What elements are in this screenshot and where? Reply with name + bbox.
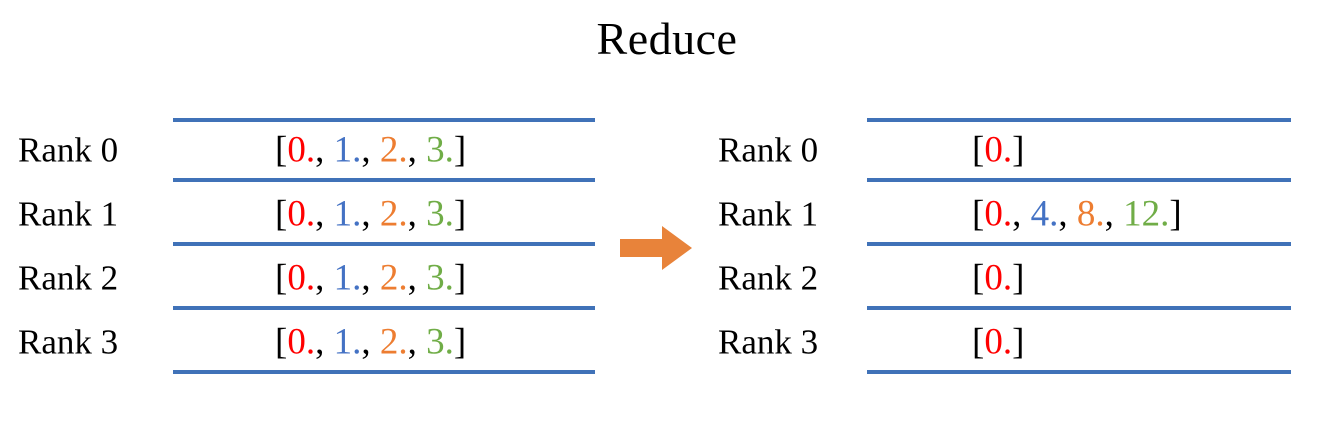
array-separator: , <box>315 257 334 299</box>
array-separator: , <box>361 257 380 299</box>
arrow-right-icon <box>616 222 696 274</box>
array-separator: , <box>407 321 427 363</box>
array-element: 1. <box>333 129 362 171</box>
rank-row: Rank 1 [0., 1., 2., 3.] <box>0 182 620 246</box>
array-element: 0. <box>984 129 1013 171</box>
array-close-bracket: ] <box>453 257 467 299</box>
array-open-bracket: [ <box>972 193 985 235</box>
array-separator: , <box>407 257 427 299</box>
rank-label: Rank 3 <box>718 322 819 362</box>
array-element: 3. <box>426 257 454 299</box>
array-element: 3. <box>426 129 454 171</box>
array-close-bracket: ] <box>453 129 467 171</box>
rank-row: Rank 0 [0.] <box>700 118 1334 182</box>
rank-label: Rank 0 <box>718 130 819 170</box>
rank-array-value: [0., 1., 2., 3.] <box>275 260 466 297</box>
array-element: 2. <box>379 257 408 299</box>
rank-row: Rank 0 [0., 1., 2., 3.] <box>0 118 620 182</box>
array-element: 2. <box>379 129 408 171</box>
rank-label: Rank 2 <box>18 258 119 298</box>
rank-row: Rank 2 [0., 1., 2., 3.] <box>0 246 620 310</box>
array-element: 3. <box>426 321 454 363</box>
rank-row: Rank 2 [0.] <box>700 246 1334 310</box>
rank-label: Rank 1 <box>18 194 119 234</box>
array-open-bracket: [ <box>275 321 288 363</box>
rank-array-value: [0., 1., 2., 3.] <box>275 196 466 233</box>
rank-label: Rank 3 <box>18 322 119 362</box>
row-divider <box>867 306 1291 310</box>
rank-row: Rank 3 [0., 1., 2., 3.] <box>0 310 620 374</box>
array-element: 12. <box>1123 193 1170 235</box>
rank-label: Rank 0 <box>18 130 119 170</box>
rank-array-value: [0.] <box>972 324 1024 361</box>
array-open-bracket: [ <box>972 129 985 171</box>
array-close-bracket: ] <box>1169 193 1182 235</box>
row-divider <box>867 118 1291 122</box>
row-divider <box>173 306 595 310</box>
array-open-bracket: [ <box>275 193 288 235</box>
array-separator: , <box>315 129 334 171</box>
array-element: 0. <box>287 129 316 171</box>
array-separator: , <box>1058 193 1077 235</box>
array-open-bracket: [ <box>275 257 288 299</box>
array-element: 2. <box>379 321 408 363</box>
array-separator: , <box>407 193 427 235</box>
row-divider <box>173 178 595 182</box>
row-divider <box>867 242 1291 246</box>
rank-array-value: [0.] <box>972 260 1024 297</box>
array-element: 2. <box>379 193 408 235</box>
array-separator: , <box>407 129 427 171</box>
array-close-bracket: ] <box>1012 129 1025 171</box>
array-close-bracket: ] <box>1012 321 1025 363</box>
array-separator: , <box>361 193 380 235</box>
row-divider <box>173 242 595 246</box>
row-divider <box>867 370 1291 374</box>
rank-label: Rank 1 <box>718 194 819 234</box>
array-element: 0. <box>287 257 316 299</box>
array-open-bracket: [ <box>275 129 288 171</box>
rank-array-value: [0., 4., 8., 12.] <box>972 196 1182 233</box>
array-open-bracket: [ <box>972 321 985 363</box>
rank-row: Rank 3 [0.] <box>700 310 1334 374</box>
array-element: 1. <box>333 193 362 235</box>
rank-array-value: [0., 1., 2., 3.] <box>275 132 466 169</box>
array-element: 4. <box>1030 193 1059 235</box>
array-element: 0. <box>984 321 1013 363</box>
array-element: 1. <box>333 257 362 299</box>
row-divider <box>867 178 1291 182</box>
array-separator: , <box>1012 193 1031 235</box>
array-close-bracket: ] <box>1012 257 1025 299</box>
array-element: 0. <box>984 193 1013 235</box>
array-element: 0. <box>287 321 316 363</box>
array-element: 3. <box>426 193 454 235</box>
array-element: 1. <box>333 321 362 363</box>
row-divider <box>173 370 595 374</box>
array-element: 8. <box>1076 193 1105 235</box>
rank-row: Rank 1 [0., 4., 8., 12.] <box>700 182 1334 246</box>
array-separator: , <box>361 129 380 171</box>
array-element: 0. <box>287 193 316 235</box>
result-panel: Rank 0 [0.] Rank 1 [0., 4., 8., 12.] Rank 2 [… <box>700 118 1334 374</box>
rank-array-value: [0., 1., 2., 3.] <box>275 324 466 361</box>
array-close-bracket: ] <box>453 193 467 235</box>
page-title: Reduce <box>596 13 738 64</box>
row-divider <box>173 118 595 122</box>
array-close-bracket: ] <box>453 321 467 363</box>
array-separator: , <box>315 321 334 363</box>
array-separator: , <box>361 321 380 363</box>
array-separator: , <box>1104 193 1124 235</box>
rank-label: Rank 2 <box>718 258 819 298</box>
array-separator: , <box>315 193 334 235</box>
rank-array-value: [0.] <box>972 132 1024 169</box>
array-element: 0. <box>984 257 1013 299</box>
source-panel: Rank 0 [0., 1., 2., 3.] Rank 1 [0., 1., 2.,… <box>0 118 620 374</box>
array-open-bracket: [ <box>972 257 985 299</box>
